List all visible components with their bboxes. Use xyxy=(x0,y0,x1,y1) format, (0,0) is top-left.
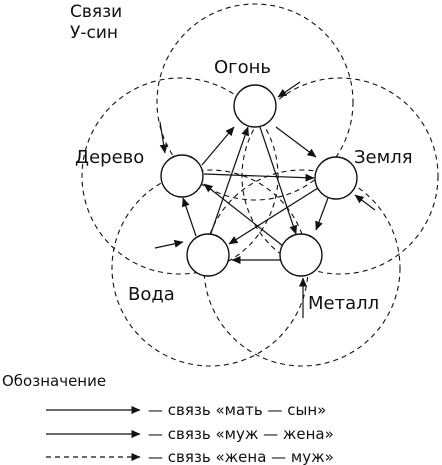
arrow-water-to-fire xyxy=(209,126,249,237)
label-wood: Дерево xyxy=(75,147,144,168)
node-metal xyxy=(279,233,323,277)
legend-heading: Обозначение xyxy=(2,372,106,390)
legend: Обозначение — связь «мать — сын» — связь… xyxy=(2,372,334,465)
node-fire xyxy=(233,84,277,128)
label-metal: Металл xyxy=(308,293,379,314)
dashed-arrow-to-fire xyxy=(277,81,301,98)
element-nodes xyxy=(160,84,358,277)
arrow-metal-to-wood xyxy=(203,183,284,247)
dashed-arrowheads xyxy=(154,81,376,318)
label-earth: Земля xyxy=(354,147,413,168)
solid-arrows xyxy=(181,126,329,264)
earth-circle xyxy=(241,77,439,275)
node-earth xyxy=(314,156,358,200)
dashed-arrow-to-water xyxy=(154,239,184,249)
arrow-wood-to-earth xyxy=(203,173,315,182)
label-water: Вода xyxy=(128,284,175,305)
node-wood xyxy=(160,154,204,198)
dashed-arrow-to-wood xyxy=(159,121,168,154)
legend-husband-wife-text: — связь «муж — жена» xyxy=(148,425,334,443)
legend-mother-son-text: — связь «мать — сын» xyxy=(148,401,326,419)
label-fire: Огонь xyxy=(214,57,271,78)
dashed-arrow-to-earth xyxy=(354,194,376,211)
node-water xyxy=(186,233,230,277)
legend-wife-husband-text: — связь «жена — муж» xyxy=(148,448,334,465)
arrow-earth-to-metal xyxy=(315,197,329,231)
title-line-1: Связи xyxy=(70,2,122,22)
arrow-water-to-wood xyxy=(181,197,197,237)
wood-circle xyxy=(81,77,279,275)
arrow-fire-to-earth xyxy=(275,126,317,158)
arrow-fire-to-metal xyxy=(259,126,298,235)
arrow-earth-to-water xyxy=(228,187,319,245)
fire-circle xyxy=(156,3,354,201)
title-line-2: У-син xyxy=(70,23,118,43)
arrow-wood-to-fire xyxy=(201,126,235,166)
